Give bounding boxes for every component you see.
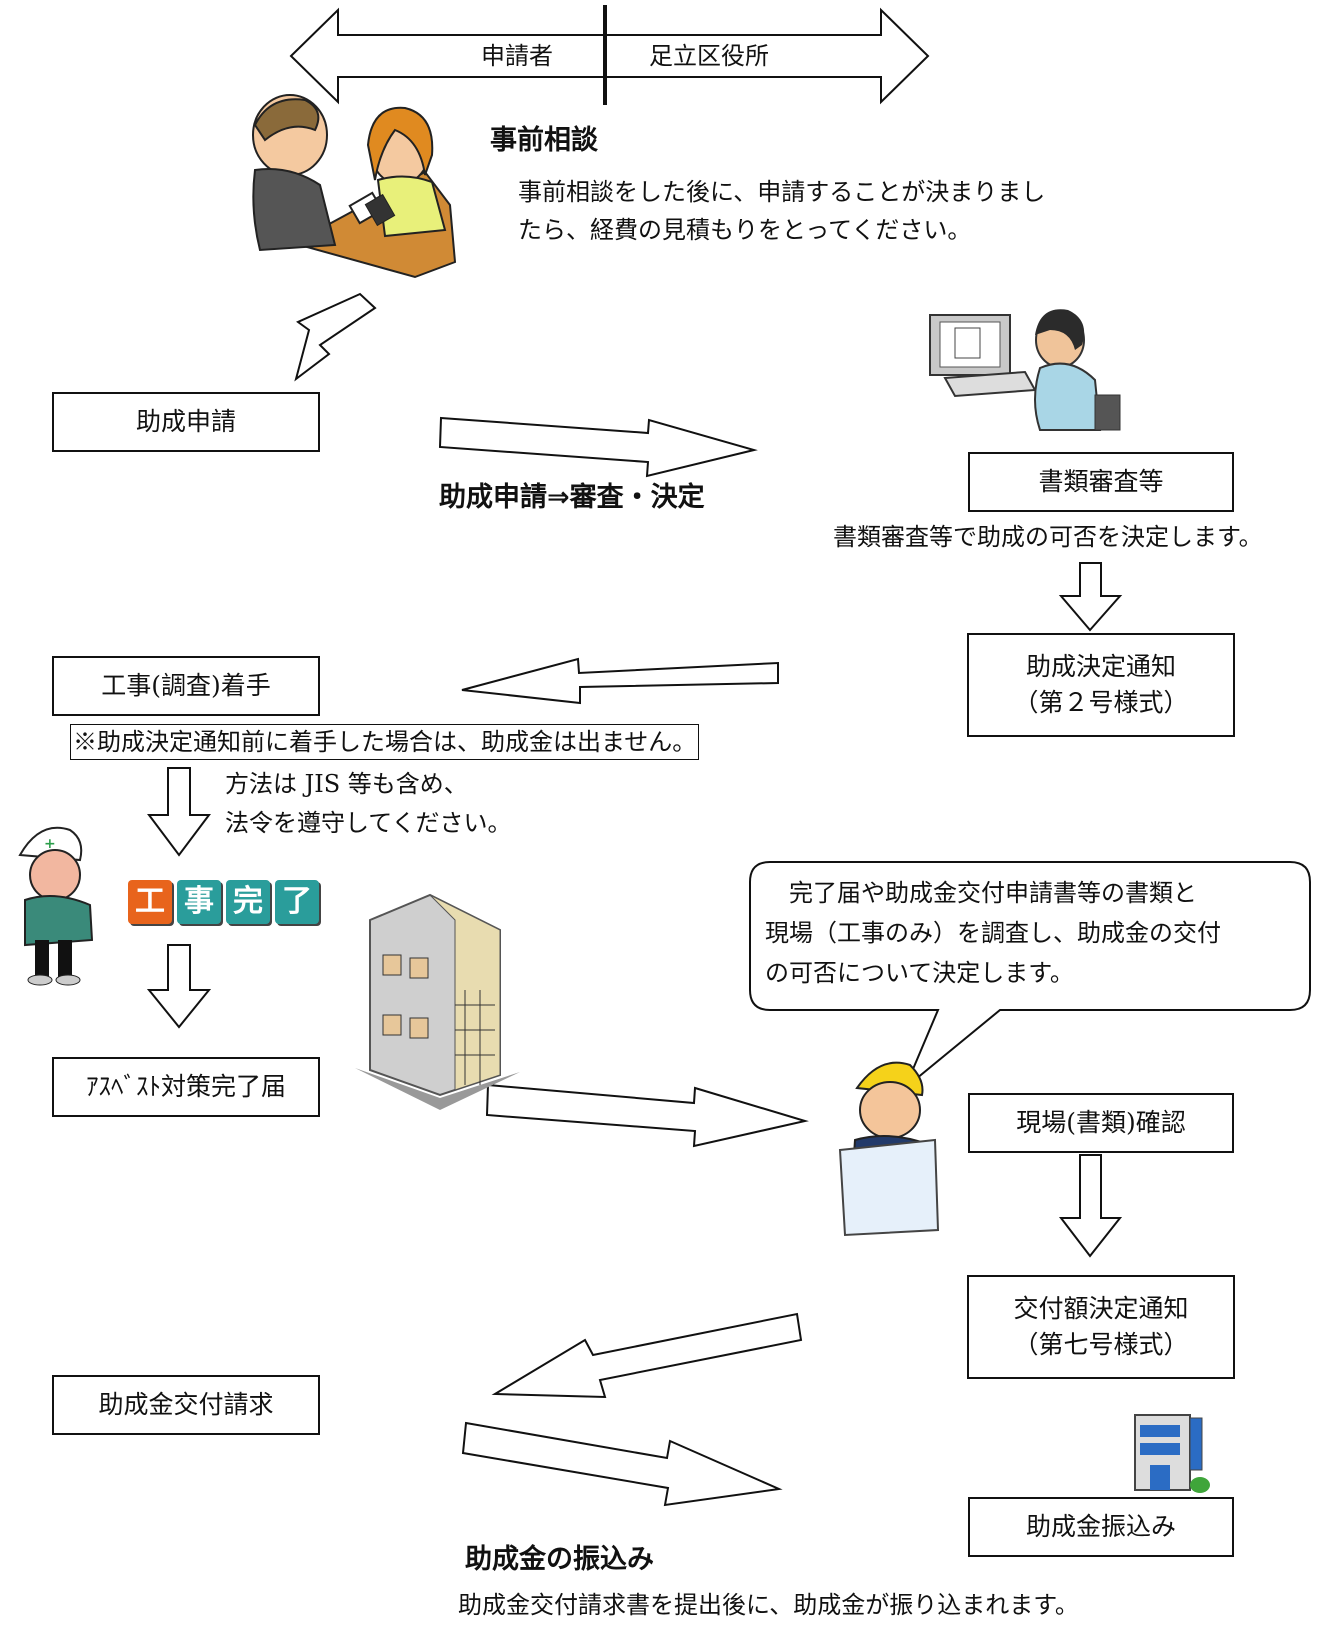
transfer-note: 助成金交付請求書を提出後に、助成金が振り込まれます。 [458,1591,1079,1619]
application-flow-label: 助成申請⇒審査・決定 [439,482,705,513]
step-application-label: 助成申請 [135,407,236,436]
completion-tiles: 工事完了 [128,880,324,924]
computer-worker-illustration [929,309,1121,431]
arrow-inspect-to-grant [1058,1154,1123,1258]
step-report-label: ｱｽﾍﾞｽﾄ対策完了届 [85,1072,286,1101]
arrow-consult-to-apply [294,292,377,382]
step-application: 助成申請 [52,392,320,452]
speech-bubble-text: 完了届や助成金交付申請書等の書類と 現場（工事のみ）を調査し、助成金の交付 の可… [765,873,1221,993]
completion-tile-3: 完 [226,880,270,924]
arrow-complete-to-report [146,944,212,1029]
step-review: 書類審査等 [968,452,1234,512]
arrow-grant-to-request [491,1312,803,1399]
consultation-line2: たら、経費の見積もりをとってください。 [518,216,972,244]
inspector-illustration [838,1061,940,1237]
speech-bubble [749,861,1311,1089]
arrow-review-to-decision [1058,562,1123,632]
step-inspection-label: 現場(書類)確認 [1016,1108,1186,1137]
header-double-arrow [289,7,930,105]
step-decision-line1: 助成決定通知 [1025,652,1176,681]
completion-tile-4: 了 [275,880,319,924]
speech-line3: の可否について決定します。 [765,959,1074,987]
consultation-illustration [252,94,457,279]
review-note: 書類審査等で助成の可否を決定します。 [833,523,1263,551]
completion-tile-1: 工 [128,880,172,924]
step-transfer: 助成金振込み [968,1497,1234,1557]
header-right-label: 足立区役所 [649,42,769,70]
step-inspection: 現場(書類)確認 [968,1093,1234,1153]
step-decision: 助成決定通知 （第２号様式） [967,633,1235,737]
arrow-decision-to-start [461,657,779,705]
consultation-title: 事前相談 [490,125,598,156]
construction-worker-icon: + [18,826,94,986]
step-grant-line2: （第七号様式） [1013,1330,1189,1359]
svg-text:+: + [44,836,56,852]
completion-tile-2: 事 [177,880,221,924]
method-line2: 法令を遵守してください。 [225,809,512,837]
arrow-report-to-inspect [485,1083,809,1148]
step-transfer-label: 助成金振込み [1025,1512,1176,1541]
method-line1: 方法は JIS 等も含め、 [225,770,468,798]
bank-building-icon [1134,1414,1210,1493]
consultation-line1: 事前相談をした後に、申請することが決まりまし [518,178,1046,206]
step-start-label: 工事(調査)着手 [101,671,271,700]
speech-line2: 現場（工事のみ）を調査し、助成金の交付 [765,919,1221,947]
arrow-apply-to-review [438,416,758,478]
arrow-start-to-complete [147,767,211,857]
arrow-request-to-transfer [461,1421,783,1507]
transfer-title: 助成金の振込み [465,1544,654,1575]
step-request: 助成金交付請求 [52,1375,320,1435]
step-request-label: 助成金交付請求 [98,1390,274,1419]
speech-line1: 完了届や助成金交付申請書等の書類と [765,879,1197,907]
step-grant-decision: 交付額決定通知 （第七号様式） [967,1275,1235,1379]
header-left-label: 申請者 [481,42,553,70]
step-start: 工事(調査)着手 [52,656,320,716]
step-decision-line2: （第２号様式） [1013,688,1189,717]
building-illustration [355,893,520,1110]
step-report: ｱｽﾍﾞｽﾄ対策完了届 [52,1057,320,1117]
start-warning: ※助成決定通知前に着手した場合は、助成金は出ません。 [70,724,700,760]
step-grant-line1: 交付額決定通知 [1013,1294,1189,1323]
step-review-label: 書類審査等 [1038,467,1164,496]
